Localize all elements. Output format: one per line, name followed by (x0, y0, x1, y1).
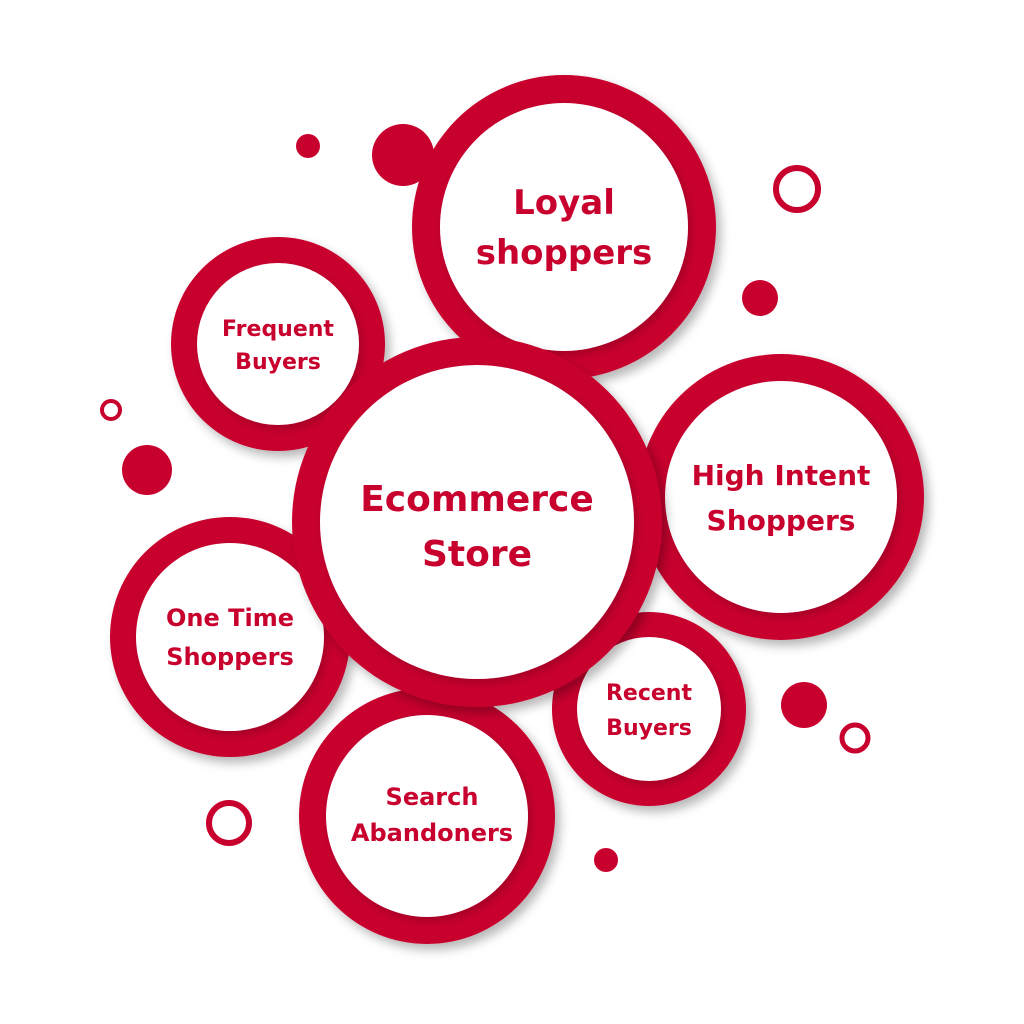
loyal-label-line1: Loyal (513, 183, 615, 223)
high-intent-label-line2: Shoppers (707, 504, 856, 537)
center-label-line2: Store (422, 534, 532, 575)
decor-ring (773, 165, 821, 213)
decor-dot (594, 848, 618, 872)
search-label-line1: Search (386, 783, 479, 811)
decor-ring (839, 722, 871, 754)
decor-dot (781, 682, 827, 728)
high-intent-label-line1: High Intent (692, 459, 871, 492)
center-label-line1: Ecommerce (360, 479, 594, 520)
decorative-dots (100, 124, 871, 872)
recent-label-line2: Buyers (606, 716, 692, 741)
frequent-label-line2: Buyers (235, 350, 321, 375)
bubble-one-time-shoppers: One Time Shoppers (110, 517, 350, 757)
bubble-recent-buyers: Recent Buyers (552, 612, 746, 806)
decor-dot (372, 124, 434, 186)
bubble-loyal-shoppers: Loyal shoppers (412, 75, 716, 379)
frequent-label-line1: Frequent (222, 317, 334, 342)
recent-label-line1: Recent (606, 681, 692, 706)
bubble-ecommerce-store: Ecommerce Store (292, 337, 662, 707)
bubble-frequent-buyers: Frequent Buyers (171, 237, 385, 451)
decor-dot (742, 280, 778, 316)
search-label-line2: Abandoners (351, 819, 513, 847)
decor-dot (122, 445, 172, 495)
one-time-label-line2: Shoppers (166, 643, 294, 671)
bubble-high-intent-shoppers: High Intent Shoppers (638, 354, 924, 640)
bubble-search-abandoners: Search Abandoners (299, 688, 555, 944)
decor-ring (100, 399, 122, 421)
one-time-label-line1: One Time (166, 604, 294, 632)
decor-dot (296, 134, 320, 158)
loyal-label-line2: shoppers (476, 233, 653, 273)
decor-ring (206, 800, 252, 846)
